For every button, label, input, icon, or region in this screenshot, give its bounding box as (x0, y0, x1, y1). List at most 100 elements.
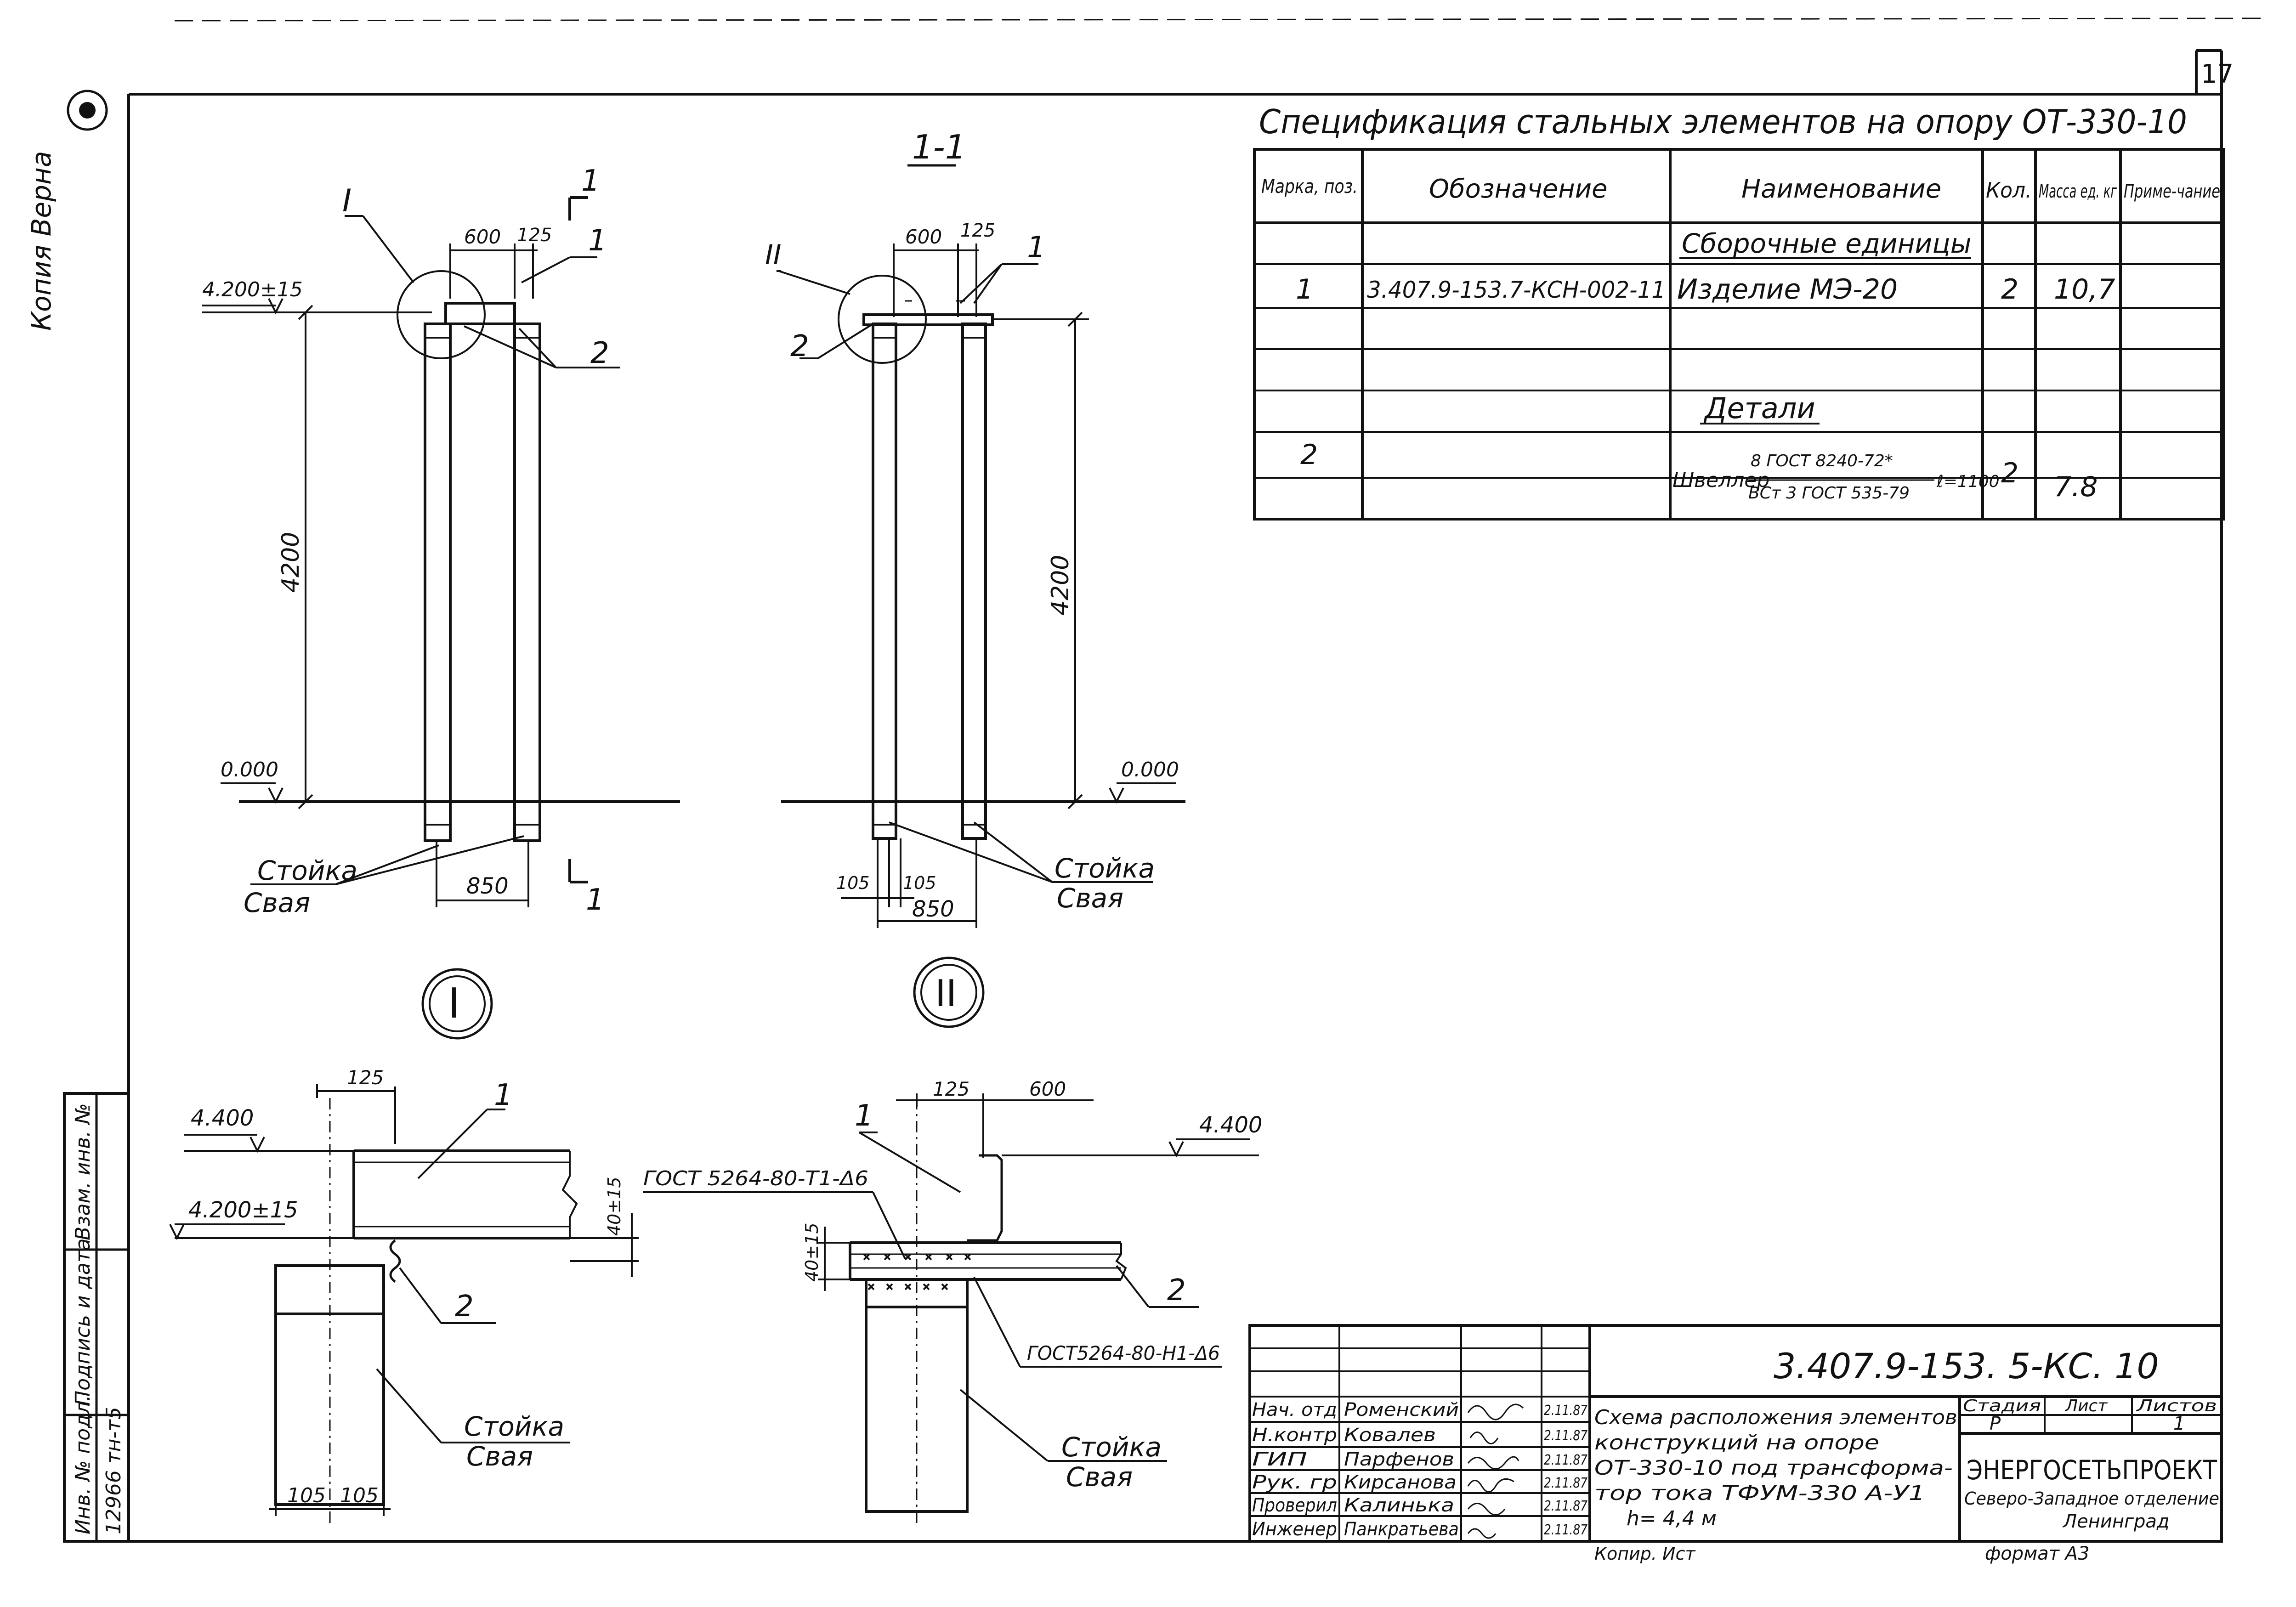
spec-row1-designation: 3.407.9-153.7-КСН-002-11 (1367, 277, 1666, 303)
stamp-sheets: 1 (2173, 1413, 2185, 1434)
node-I-dim-40: 40±15 (604, 1177, 624, 1236)
section-label-2: 2 (790, 329, 809, 363)
stamp-date-4: 2.11.87 (1544, 1475, 1587, 1491)
spec-title: Спецификация стальных элементов на опору… (1259, 102, 2187, 141)
elev-dim-600: 600 (464, 226, 501, 248)
spec-row2-name-top: 8 ГОСТ 8240-72* (1751, 452, 1893, 470)
format-note: формат А3 (1985, 1543, 2090, 1564)
node-II-detail: 125 600 4.400 40±15 1 ГОСТ 5264-80-Т1-Δ6… (643, 1078, 1262, 1525)
spec-group-details: Детали (1703, 391, 1815, 425)
elevation-main: I 1 1 600 125 1 2 (202, 164, 680, 918)
node-II-label-pile: Свая (1066, 1461, 1133, 1493)
section-label-post: Стойка (1054, 853, 1155, 884)
stamp-role-3: ГИП (1252, 1449, 1307, 1470)
node-II-label-1: 1 (855, 1099, 873, 1133)
side-stamp-col2: Подпись и дата (71, 1239, 95, 1406)
stamp-role-1: Нач. отд (1252, 1399, 1337, 1420)
spec-group-assemblies: Сборочные единицы (1682, 228, 1972, 259)
section-dim-105a: 105 (836, 873, 870, 893)
stamp-date-5: 2.11.87 (1544, 1498, 1587, 1514)
spec-header-designation: Обозначение (1429, 174, 1608, 204)
stamp-title-line-2: конструкций на опоре (1594, 1431, 1879, 1454)
elev-level-top: 4.200±15 (202, 278, 303, 301)
spec-header-qty: Кол. (1986, 178, 2032, 203)
stamp-org: ЭНЕРГОСЕТЬПРОЕКТ (1967, 1454, 2217, 1486)
spec-row2-length: ℓ=1100 (1936, 472, 2000, 491)
node-II-dim-125: 125 (933, 1078, 969, 1100)
elev-section-mark-bottom: 1 (586, 883, 605, 917)
elev-label-1: 1 (588, 224, 607, 258)
svg-text:I: I (448, 979, 460, 1028)
side-stamp-col1: Инв. № подл. (71, 1395, 95, 1534)
node-II-weld-2: ГОСТ5264-80-Н1-Δ6 (1027, 1342, 1220, 1364)
elev-label-2: 2 (590, 336, 609, 370)
node-I-label-1: 1 (494, 1078, 513, 1112)
node-II-weld-1: ГОСТ 5264-80-Т1-Δ6 (643, 1167, 868, 1190)
copier-note: Копир. Ист (1594, 1544, 1696, 1564)
stamp-org-city: Ленинград (2062, 1511, 2170, 1532)
spec-row2-name-bottom: ВСт 3 ГОСТ 535-79 (1748, 484, 1910, 503)
spec-header-note: Приме-чание (2124, 181, 2220, 202)
spec-row2-qty: 2 (2001, 457, 2018, 489)
stamp-org-sub: Северо-Западное отделение (1964, 1488, 2219, 1509)
stamp-stage: Р (1990, 1413, 2001, 1434)
side-stamp-col3: Взам. инв. № (71, 1103, 95, 1240)
signatures (1467, 1403, 1524, 1539)
approval-stamp (67, 90, 108, 131)
stamp-sheet-header: Лист (2064, 1397, 2108, 1415)
spec-row1-name: Изделие МЭ-20 (1677, 273, 1898, 306)
stamp-stage-header: Стадия (1963, 1397, 2041, 1415)
stamp-title-line-1: Схема расположения элементов (1594, 1406, 1957, 1429)
stamp-name-6: Панкратьева (1344, 1519, 1459, 1540)
node-I-dim-125: 125 (347, 1066, 384, 1089)
node-I-level-440: 4.400 (191, 1105, 254, 1131)
stamp-role-6: Инженер (1252, 1519, 1337, 1540)
stamp-name-5: Калинька (1344, 1495, 1454, 1516)
detail-symbol-II: II (913, 956, 985, 1028)
spec-header-name: Наименование (1741, 174, 1941, 204)
section-1-1: 1-1 II 2 600 125 (765, 128, 1185, 928)
node-I-level-420: 4.200±15 (188, 1197, 298, 1223)
spec-row2-mass: 7.8 (2054, 471, 2098, 503)
stamp-title-line-5: h= 4,4 м (1627, 1507, 1717, 1530)
node-I-dim-105a: 105 (287, 1484, 326, 1507)
section-dim-105b: 105 (903, 873, 936, 893)
stamp-date-6: 2.11.87 (1544, 1522, 1587, 1538)
node-I-label-post: Стойка (464, 1411, 564, 1442)
title-block: 3.407.9-153. 5-КС. 10 Нач. отд Роменский… (1248, 1324, 2223, 1543)
section-dim-600: 600 (905, 226, 942, 248)
detail-symbol-I: I (421, 968, 493, 1040)
section-dim-125: 125 (960, 220, 995, 241)
stamp-name-1: Роменский (1344, 1399, 1459, 1420)
svg-text:II: II (935, 972, 957, 1015)
section-dim-4200: 4200 (1047, 555, 1074, 616)
sheet-number: 17 (2201, 59, 2234, 89)
node-II-label-post: Стойка (1061, 1432, 1162, 1463)
stamp-name-4: Кирсанова (1344, 1472, 1457, 1493)
elev-dim-850: 850 (466, 873, 509, 899)
spec-table: Спецификация стальных элементов на опору… (1253, 102, 2225, 521)
elev-callout-I: I (342, 183, 351, 219)
node-I-label-pile: Свая (466, 1441, 533, 1472)
section-callout-II: II (765, 239, 781, 271)
section-level-zero: 0.000 (1121, 758, 1179, 781)
spec-row1-qty: 2 (2001, 273, 2018, 306)
stamp-code: 3.407.9-153. 5-КС. 10 (1774, 1346, 2159, 1386)
section-label-1: 1 (1027, 231, 1046, 265)
stamp-sheets-header: Листов (2135, 1397, 2217, 1415)
elev-label-post: Стойка (257, 855, 357, 886)
stamp-date-3: 2.11.87 (1544, 1452, 1587, 1468)
section-label-pile: Свая (1057, 883, 1123, 914)
side-stamp-inv-value: 12966 тн-т5 (102, 1407, 125, 1534)
node-I-dim-105b: 105 (340, 1484, 379, 1507)
elev-level-zero: 0.000 (221, 758, 278, 781)
stamp-title-line-4: тор тока ТФУМ-330 А-У1 (1594, 1482, 1925, 1505)
spec-row1-pos: 1 (1296, 273, 1313, 306)
spec-header-mass: Масса ед. кг (2039, 181, 2117, 202)
spec-header-pos: Марка, поз. (1261, 175, 1358, 198)
elev-label-pile: Свая (244, 887, 310, 918)
side-note: Копия Верна (26, 151, 57, 331)
spec-row1-mass: 10,7 (2054, 273, 2115, 306)
node-II-dim-600: 600 (1029, 1078, 1066, 1100)
